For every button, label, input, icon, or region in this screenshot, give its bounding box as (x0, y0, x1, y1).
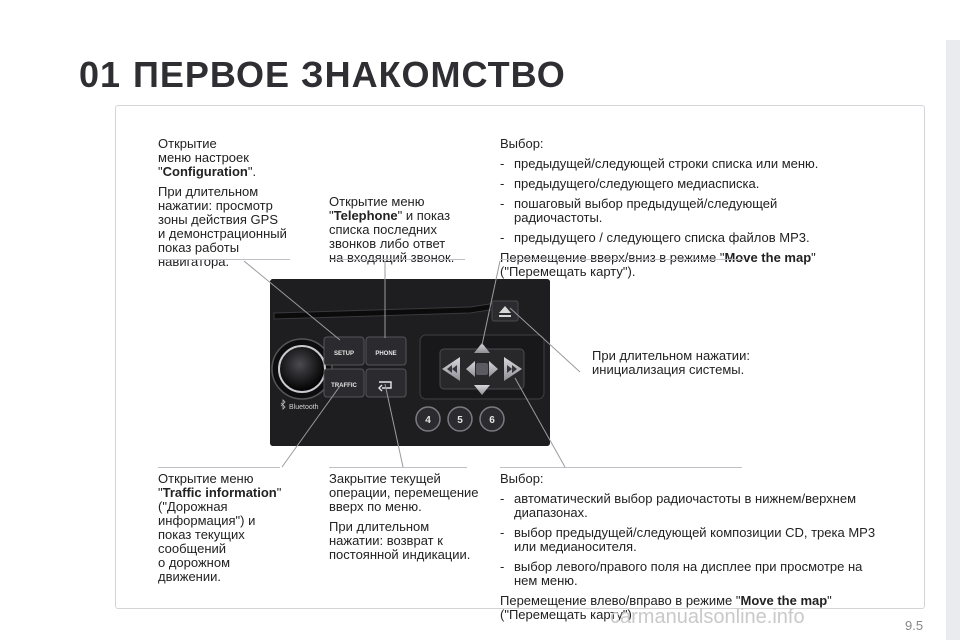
callout-phone: Открытие меню "Telephone" и показ списка… (329, 195, 489, 271)
chapter-number: 01 (79, 54, 122, 95)
callout-select-top-list: предыдущей/следующей строки списка или м… (500, 157, 845, 246)
callout-setup: Открытие меню настроек "Configuration". … (158, 137, 298, 275)
traffic-button[interactable]: TRAFFIC (323, 368, 365, 398)
callout-phone-rule (329, 259, 465, 260)
radio-control-panel: SETUP PHONE TRAFFIC Bluetooth (270, 279, 550, 446)
eject-button[interactable] (491, 300, 519, 322)
callout-reset-text: При длительном нажатии: инициализация си… (592, 348, 750, 377)
content-frame (115, 105, 925, 609)
callout-back-text-1: Закрытие текущей операции, перемещение в… (329, 471, 479, 514)
dpad-right-arrow[interactable] (489, 361, 498, 377)
svg-text:6: 6 (489, 415, 495, 426)
volume-knob[interactable] (271, 338, 333, 400)
seek-back-button[interactable] (442, 357, 460, 381)
callout-setup-text-1: Открытие меню настроек "Configuration". (158, 136, 257, 179)
move-the-map-term: Move the map (724, 250, 812, 265)
callout-setup-text-2: При длительном нажатии: просмотр зоны де… (158, 184, 287, 269)
callout-back-rule (329, 467, 467, 468)
watermark-text: carmanualsonline.info (610, 606, 805, 628)
callout-back-text-2: При длительном нажатии: возврат к постоя… (329, 519, 471, 562)
list-item: выбор левого/правого поля на дисплее при… (500, 560, 880, 588)
preset-button-6[interactable]: 6 (479, 406, 505, 432)
setup-label: SETUP (334, 351, 354, 357)
callout-traffic: Открытие меню "Traffic information" ("До… (158, 472, 308, 590)
callout-setup-rule (158, 259, 290, 260)
callout-select-bottom-title: Выбор: (500, 471, 544, 486)
list-item: выбор предыдущей/следующей композиции CD… (500, 526, 880, 554)
page-number: 9.5 (905, 618, 924, 633)
callout-traffic-text: Открытие меню "Traffic information" ("До… (158, 471, 282, 584)
traffic-information-term: Traffic information (162, 485, 277, 500)
callout-select-bottom-move: Перемещение влево/вправо в режиме "Move … (500, 593, 832, 622)
list-item: пошаговый выбор предыдущей/следующей рад… (500, 197, 845, 225)
callout-select-top-move: Перемещение вверх/вниз в режиме "Move th… (500, 250, 816, 279)
dpad[interactable] (466, 343, 498, 395)
svg-text:4: 4 (425, 415, 431, 426)
dpad-up-arrow[interactable] (474, 343, 490, 353)
bluetooth-label: Bluetooth (289, 404, 319, 411)
dpad-left-arrow[interactable] (466, 361, 475, 377)
preset-button-4[interactable]: 4 (415, 406, 441, 432)
list-item: предыдущего/следующего медиасписка. (500, 177, 845, 192)
callout-select-bottom-rule (500, 467, 742, 468)
callout-back: Закрытие текущей операции, перемещение в… (329, 472, 494, 568)
setup-button[interactable]: SETUP (323, 336, 365, 366)
traffic-label: TRAFFIC (331, 383, 357, 389)
callout-select-top-rule (500, 259, 744, 260)
back-button[interactable] (365, 368, 407, 398)
callout-phone-text: Открытие меню "Telephone" и показ списка… (329, 194, 455, 265)
callout-select-bottom: Выбор: автоматический выбор радиочастоты… (500, 472, 880, 628)
radio-panel-drawing: SETUP PHONE TRAFFIC Bluetooth (270, 279, 550, 446)
callout-reset: При длительном нажатии: инициализация си… (592, 349, 792, 383)
rewind-icon (447, 365, 457, 373)
dpad-center[interactable] (476, 363, 488, 375)
configuration-term: Configuration (162, 164, 248, 179)
telephone-term: Telephone (333, 208, 398, 223)
list-item: предыдущего / следующего списка файлов M… (500, 231, 845, 246)
callout-traffic-rule (158, 467, 280, 468)
dpad-down-arrow[interactable] (474, 385, 490, 395)
eject-icon (499, 306, 511, 317)
svg-text:5: 5 (457, 415, 463, 426)
move-the-map-term: Move the map (740, 593, 828, 608)
phone-label: PHONE (375, 351, 396, 357)
list-item: предыдущей/следующей строки списка или м… (500, 157, 845, 172)
callout-select-top: Выбор: предыдущей/следующей строки списк… (500, 137, 845, 285)
phone-button[interactable]: PHONE (365, 336, 407, 366)
callout-select-top-title: Выбор: (500, 136, 544, 151)
callout-select-bottom-list: автоматический выбор радиочастоты в нижн… (500, 492, 880, 588)
chapter-title: ПЕРВОЕ ЗНАКОМСТВО (133, 54, 566, 95)
preset-button-5[interactable]: 5 (447, 406, 473, 432)
list-item: автоматический выбор радиочастоты в нижн… (500, 492, 880, 520)
page-side-strip (946, 40, 960, 640)
